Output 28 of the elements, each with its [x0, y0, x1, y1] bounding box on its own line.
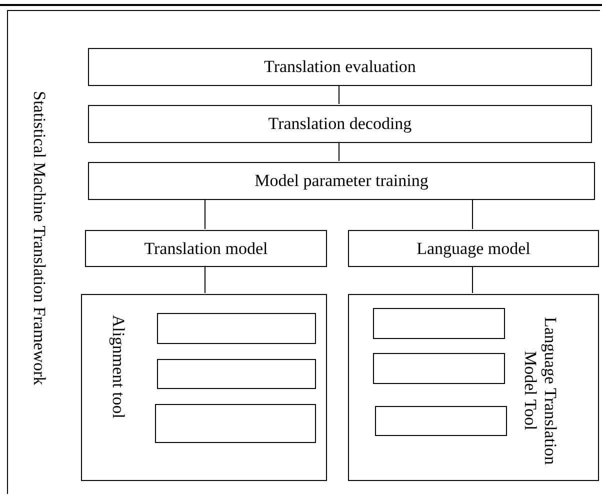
process-box: [88, 162, 595, 200]
connector-line: [472, 266, 473, 294]
connector-line: [338, 84, 340, 104]
process-box: [348, 230, 599, 267]
connector-line: [204, 266, 206, 294]
box-label: Translation model: [144, 238, 268, 260]
vertical-label: Statistical Machine Translation Framework: [29, 91, 49, 386]
tool-group-box: [348, 294, 599, 481]
process-box: [88, 48, 592, 86]
tool-group-box: [81, 294, 327, 481]
empty-box: [373, 353, 505, 384]
box-label: Translation decoding: [268, 113, 412, 135]
vertical-label: Language Translation Model Tool: [520, 316, 560, 466]
empty-box: [157, 313, 316, 344]
process-box: [88, 105, 592, 143]
framework-frame: [7, 10, 600, 494]
empty-box: [157, 359, 316, 389]
empty-box: [373, 308, 505, 339]
connector-line: [338, 142, 340, 162]
box-label: Language model: [416, 238, 530, 260]
connector-line: [204, 198, 206, 230]
box-label: Model parameter training: [254, 170, 428, 192]
vertical-label: Alignment tool: [108, 315, 128, 418]
empty-box: [375, 406, 507, 436]
process-box: [85, 230, 327, 267]
empty-box: [155, 404, 316, 443]
connector-line: [472, 198, 473, 230]
box-label: Translation evaluation: [264, 56, 416, 78]
